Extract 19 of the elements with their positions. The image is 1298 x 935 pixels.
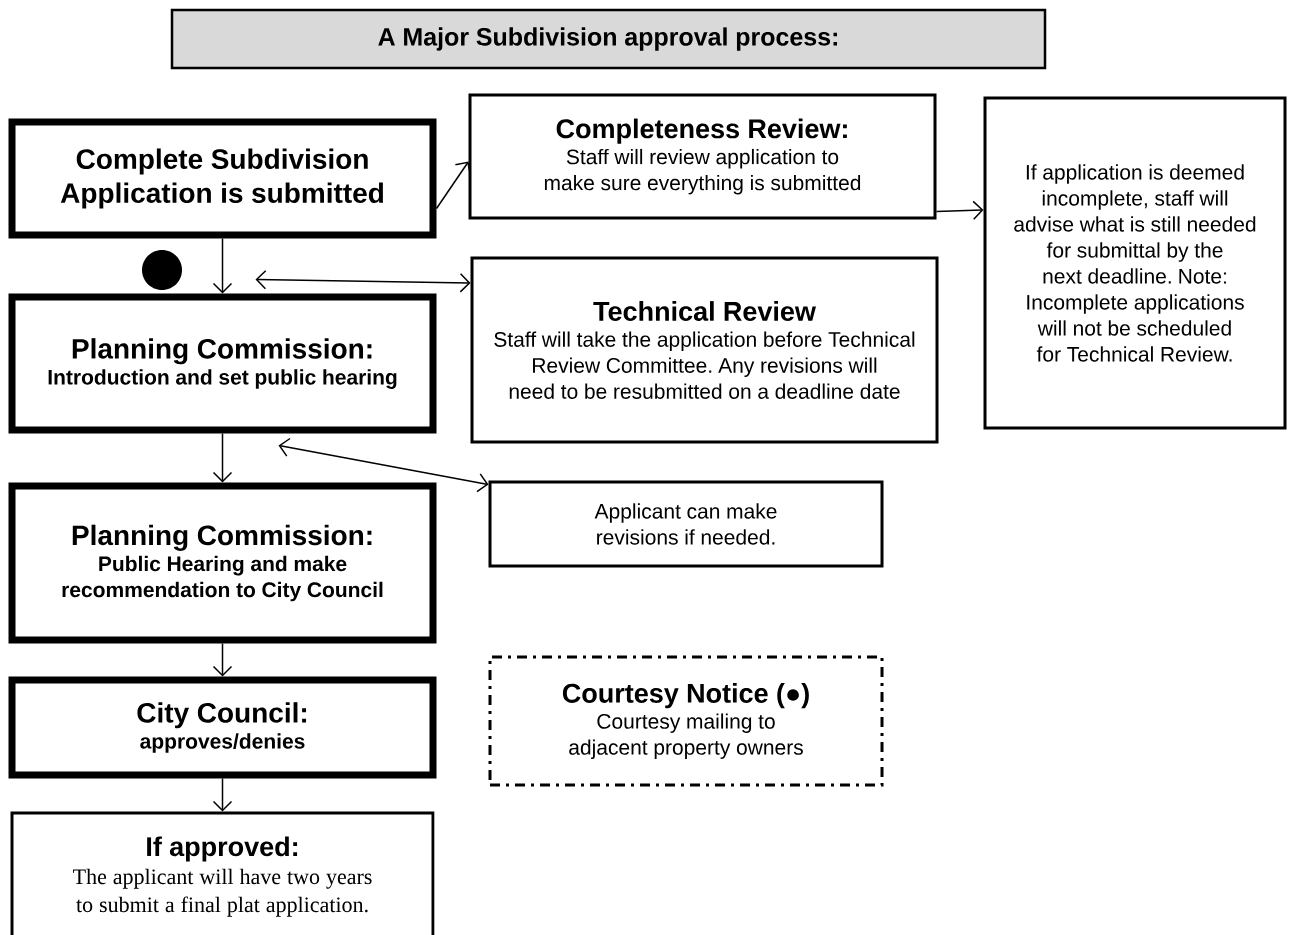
note-box: If approved: The applicant will have two years to submit a final plat application. bbox=[10, 811, 435, 935]
note-box: Technical Review Staff will take the application before Technical Review Committee. Any revisions will need to be resubmitted on a deadline date bbox=[470, 256, 939, 444]
note-box: Completeness Review: Staff will review application to make sure everything is submitted bbox=[468, 93, 937, 220]
arrow bbox=[212, 777, 233, 812]
arrow bbox=[935, 200, 984, 221]
arrow bbox=[212, 432, 233, 483]
process-box: Planning Commission: Introduction and set public hearing bbox=[8, 293, 437, 434]
arrow bbox=[255, 269, 471, 293]
process-box: Planning Commission: Public Hearing and make recommendation to City Council bbox=[8, 482, 437, 644]
arrow bbox=[278, 437, 489, 493]
title-box: A Major Subdivision approval process: bbox=[170, 8, 1047, 70]
process-box: Complete Subdivision Application is submitted bbox=[8, 118, 437, 239]
notice-box: Courtesy Notice (●) Courtesy mailing to adjacent property owners bbox=[488, 655, 884, 787]
note-box: If application is deemed incomplete, staff will advise what is still needed for submittal by the next deadline. Note: Incomplete applications will not be scheduled for Technical Review. bbox=[983, 96, 1287, 430]
arrow bbox=[212, 237, 233, 294]
arrow bbox=[212, 642, 233, 677]
note-box: Applicant can make revisions if needed. bbox=[488, 480, 884, 568]
arrow bbox=[435, 161, 472, 210]
process-box: City Council: approves/denies bbox=[8, 676, 437, 779]
